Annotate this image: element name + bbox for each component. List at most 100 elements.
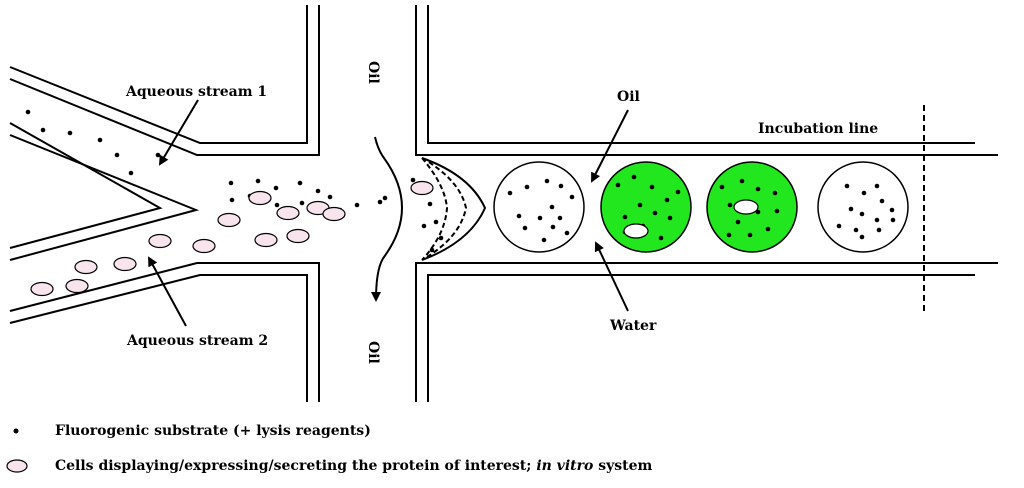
cell: [410, 180, 434, 196]
inlet-channel-2: [9, 262, 320, 402]
label-oil-channel: Oil: [617, 89, 640, 105]
droplets: [493, 161, 909, 253]
droplet-formation-curves: [421, 157, 487, 261]
droplet-substrate-dot: [735, 219, 741, 225]
substrate-dot: [438, 235, 444, 241]
arrow-aqueous-stream-1: [158, 99, 199, 166]
droplet-substrate-dot: [848, 206, 854, 212]
droplet-substrate-dot: [726, 232, 732, 238]
substrate-dot: [97, 137, 103, 143]
substrate-dot: [421, 223, 427, 229]
droplet-substrate-dot: [622, 214, 628, 220]
legend-cells-suffix: system: [593, 458, 653, 474]
droplet-substrate-dot: [558, 183, 564, 189]
droplet-substrate-dot: [522, 225, 528, 231]
substrate-dot: [427, 201, 433, 207]
droplet: [600, 161, 692, 253]
substrate-dot: [377, 199, 383, 205]
droplet-substrate-dot: [569, 194, 575, 200]
droplet-substrate-dot: [664, 197, 670, 203]
cells: [30, 180, 434, 297]
droplet-substrate-dot: [859, 234, 865, 240]
label-incubation-line: Incubation line: [758, 121, 878, 137]
droplet-cell: [623, 223, 649, 239]
droplet-substrate-dot: [755, 186, 761, 192]
substrate-dots: [25, 109, 444, 253]
cell: [217, 212, 241, 228]
substrate-dot: [327, 194, 333, 200]
droplet: [817, 161, 909, 253]
droplet-cell: [733, 199, 759, 215]
substrate-dot: [433, 219, 439, 225]
substrate-dot: [382, 195, 388, 201]
droplet-substrate-dot: [874, 183, 880, 189]
droplet-substrate-dot: [524, 184, 530, 190]
droplet-substrate-dot: [889, 207, 895, 213]
droplet-substrate-dot: [637, 202, 643, 208]
droplet-substrate-dot: [861, 190, 867, 196]
substrate-dot: [155, 152, 161, 158]
inlet-channel-1: [9, 5, 320, 261]
droplet-substrate-dot: [765, 226, 771, 232]
droplet-substrate-dot: [890, 217, 896, 223]
substrate-dot: [315, 188, 321, 194]
droplet-substrate-dot: [727, 202, 733, 208]
legend-cell-icon: [6, 459, 28, 473]
droplet-substrate-dot: [836, 223, 842, 229]
substrate-dot: [354, 202, 360, 208]
substrate-dot: [299, 200, 305, 206]
droplet-substrate-dot: [537, 215, 543, 221]
cell: [113, 256, 137, 272]
droplet-substrate-dot: [719, 184, 725, 190]
legend-substrate-dot-icon: [13, 428, 19, 434]
legend-cells-prefix: Cells displaying/expressing/secreting th…: [55, 458, 537, 474]
arrow-aqueous-stream-2: [148, 256, 187, 327]
droplet-substrate-dot: [658, 235, 664, 241]
cell: [192, 238, 216, 254]
substrate-dot: [274, 202, 280, 208]
droplet-substrate-dot: [772, 190, 778, 196]
droplet-substrate-dot: [516, 213, 522, 219]
cell: [74, 259, 98, 275]
droplet-substrate-dot: [853, 227, 859, 233]
droplet-substrate-dot: [667, 215, 673, 221]
label-oil-bottom: Oil: [365, 341, 381, 364]
legend-substrate-label: Fluorogenic substrate (+ lysis reagents): [55, 423, 371, 439]
legend-cells-label: Cells displaying/expressing/secreting th…: [55, 458, 652, 474]
cell: [148, 233, 172, 249]
droplet-substrate-dot: [615, 182, 621, 188]
substrate-dot: [40, 127, 46, 133]
substrate-dot: [128, 170, 134, 176]
droplet-substrate-dot: [844, 183, 850, 189]
label-water: Water: [609, 318, 657, 334]
arrow-oil: [591, 109, 629, 183]
droplet-substrate-dot: [774, 208, 780, 214]
substrate-dot: [410, 177, 416, 183]
cell: [65, 278, 89, 294]
legend-cells-italic: in vitro: [536, 458, 594, 474]
droplet-substrate-dot: [507, 190, 513, 196]
droplet-substrate-dot: [874, 217, 880, 223]
label-aqueous-stream-2: Aqueous stream 2: [126, 333, 268, 349]
cell: [286, 228, 310, 244]
droplet-substrate-dot: [557, 215, 563, 221]
droplet-substrate-dot: [747, 232, 753, 238]
droplet-substrate-dot: [549, 204, 555, 210]
cell: [254, 232, 278, 248]
cell: [248, 190, 272, 206]
substrate-dot: [67, 130, 73, 136]
substrate-dot: [429, 247, 435, 253]
oil-flow-arrow: [371, 136, 403, 302]
droplet-substrate-dot: [675, 189, 681, 195]
droplet-substrate-dot: [564, 230, 570, 236]
substrate-dot: [273, 185, 279, 191]
substrate-dot: [25, 109, 31, 115]
substrate-dot: [228, 180, 234, 186]
droplet-substrate-dot: [550, 224, 556, 230]
droplet-substrate-dot: [541, 237, 547, 243]
droplet-substrate-dot: [652, 210, 658, 216]
substrate-dot: [229, 197, 235, 203]
droplet-substrate-dot: [649, 184, 655, 190]
droplet-substrate-dot: [876, 227, 882, 233]
